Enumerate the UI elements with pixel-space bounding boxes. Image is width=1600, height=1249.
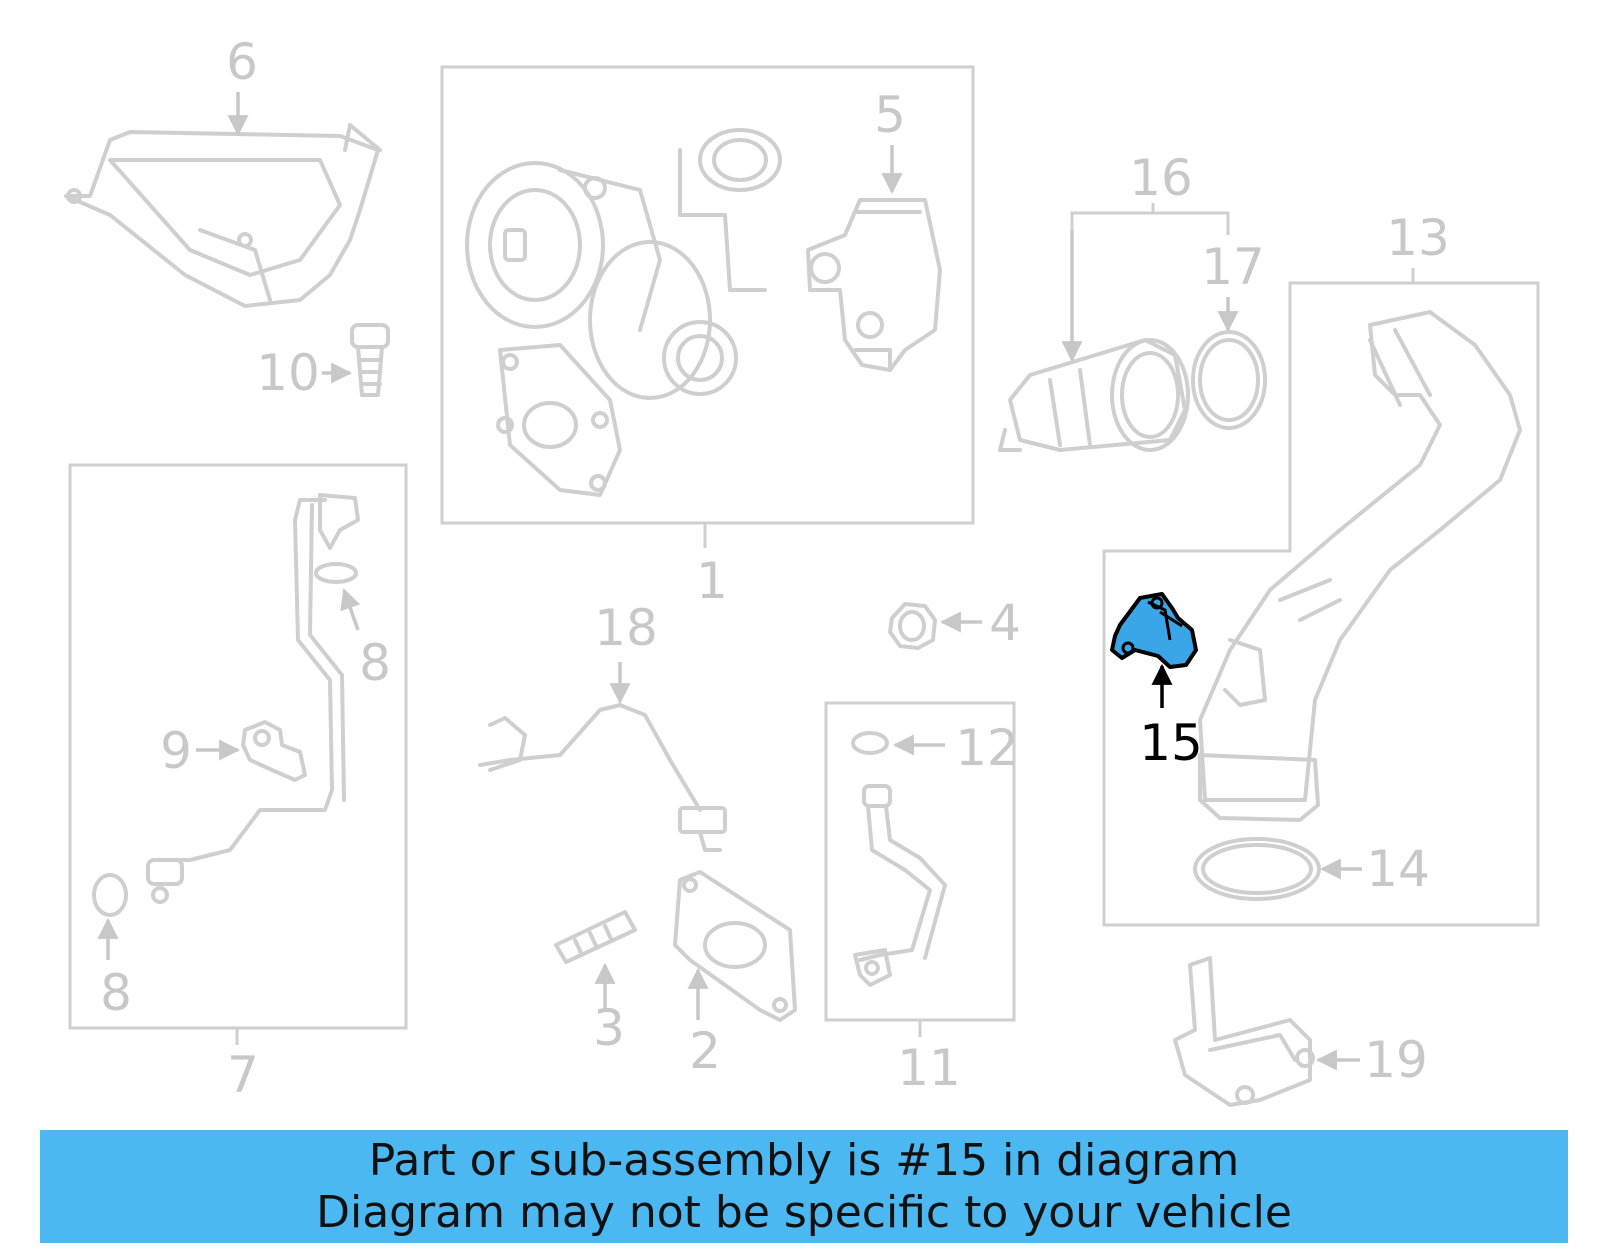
banner-line-2: Diagram may not be specific to your vehi… — [316, 1187, 1292, 1238]
callout-6: 6 — [226, 33, 258, 91]
group-box-1 — [440, 65, 975, 525]
callout-16: 16 — [1129, 149, 1193, 207]
part-4-nut — [888, 602, 937, 650]
part-19-bracket — [1173, 956, 1315, 1107]
callout-2: 2 — [689, 1022, 721, 1080]
part-7-oil-line — [146, 493, 360, 904]
callout-3: 3 — [593, 999, 625, 1057]
leader-lines — [97, 92, 1362, 1071]
info-banner: Part or sub-assembly is #15 in diagram D… — [40, 1130, 1568, 1243]
callout-4: 4 — [989, 594, 1021, 652]
part-9-banjo — [241, 720, 307, 782]
part-11-oil-return — [853, 784, 947, 987]
callout-8-lower: 8 — [100, 964, 132, 1022]
part-13-charge-pipe — [1198, 310, 1522, 822]
part-8-washer-lower — [92, 873, 128, 917]
banner-line-1: Part or sub-assembly is #15 in diagram — [368, 1135, 1240, 1186]
part-8-washer-upper — [314, 562, 358, 584]
group-box-13 — [1102, 281, 1540, 927]
callout-5: 5 — [874, 86, 906, 144]
part-6-heat-shield — [64, 123, 382, 308]
part-17-o-ring — [1191, 330, 1267, 430]
part-15-sensor-highlighted — [1110, 592, 1198, 669]
part-1-turbocharger — [465, 128, 782, 497]
callout-8-upper: 8 — [359, 634, 391, 692]
part-5-actuator — [806, 198, 942, 372]
callout-19: 19 — [1364, 1031, 1428, 1089]
callout-13: 13 — [1386, 209, 1450, 267]
part-2-gasket — [673, 870, 797, 1022]
part-10-bolt — [350, 323, 390, 397]
callout-10: 10 — [256, 344, 320, 402]
callout-11: 11 — [897, 1039, 961, 1097]
callout-14: 14 — [1366, 840, 1430, 898]
callout-1: 1 — [696, 552, 728, 610]
callout-9: 9 — [160, 722, 192, 780]
group-box-7 — [68, 463, 408, 1030]
callout-15: 15 — [1139, 714, 1203, 772]
callout-12: 12 — [955, 719, 1019, 777]
callout-7: 7 — [227, 1046, 259, 1104]
part-12-o-ring — [851, 731, 889, 755]
part-16-intake-pipe — [998, 338, 1190, 452]
part-14-o-ring — [1193, 837, 1321, 901]
part-3-stud — [554, 910, 637, 964]
callout-18: 18 — [594, 599, 658, 657]
callout-17: 17 — [1201, 238, 1265, 296]
part-18-sensor-line — [478, 703, 727, 852]
